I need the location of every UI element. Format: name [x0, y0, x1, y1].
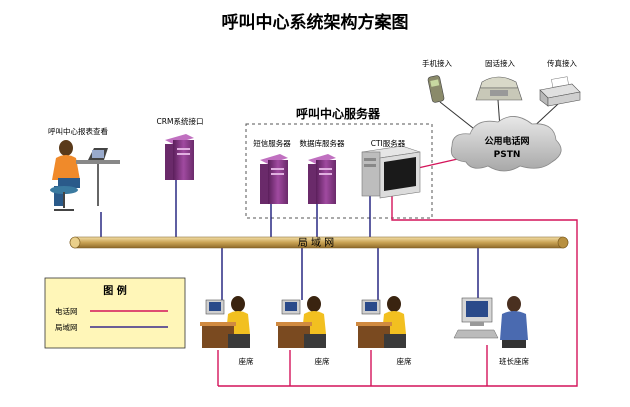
- server-group-title: 呼叫中心服务器: [296, 106, 381, 121]
- server-group-box: [245, 123, 433, 219]
- legend-phone-label: 电话网: [55, 306, 78, 316]
- lan-label: 局 域 网: [298, 236, 334, 249]
- cti-server-label: CTI服务器: [371, 138, 406, 148]
- landline-label: 固话接入: [485, 58, 515, 68]
- db-server-label: 数据库服务器: [300, 138, 345, 148]
- diagram-title: 呼叫中心系统架构方案图: [222, 12, 409, 33]
- agent-seat-1-icon: [200, 296, 250, 348]
- fax-machine-icon: [539, 76, 581, 107]
- lan-lines: [100, 180, 479, 300]
- seat-3-label: 座席: [397, 356, 412, 366]
- pstn-cloud-icon: [450, 116, 562, 172]
- pstn-label-line1: 公用电话网: [484, 135, 529, 147]
- sms-server-icon: [260, 154, 288, 204]
- fax-label: 传真接入: [547, 58, 577, 68]
- db-server-icon: [308, 154, 336, 204]
- legend-lan-label: 局域网: [55, 322, 78, 332]
- mobile-phone-icon: [427, 75, 445, 103]
- legend-title: 图 例: [103, 284, 126, 297]
- pstn-label-line2: PSTN: [494, 150, 521, 160]
- seat-2-label: 座席: [315, 356, 330, 366]
- report-viewer-person-icon: [50, 140, 120, 211]
- crm-label: CRM系统接口: [157, 116, 204, 126]
- landline-phone-icon: [475, 76, 523, 101]
- phone-network-lines: [217, 157, 578, 387]
- legend: 图 例 电话网 局域网: [44, 277, 186, 349]
- supervisor-label: 班长座席: [499, 356, 529, 366]
- report-viewer-label: 呼叫中心报表查看: [48, 126, 108, 136]
- cti-server-icon: [361, 145, 421, 199]
- supervisor-seat-icon: [453, 296, 528, 348]
- agent-seat-2-icon: [276, 296, 326, 348]
- agent-seat-3-icon: [356, 296, 406, 348]
- sms-server-label: 短信服务器: [253, 138, 291, 148]
- seat-1-label: 座席: [239, 356, 254, 366]
- lan-bus: [69, 236, 569, 249]
- mobile-label: 手机接入: [422, 58, 452, 68]
- crm-server-icon: [165, 134, 194, 180]
